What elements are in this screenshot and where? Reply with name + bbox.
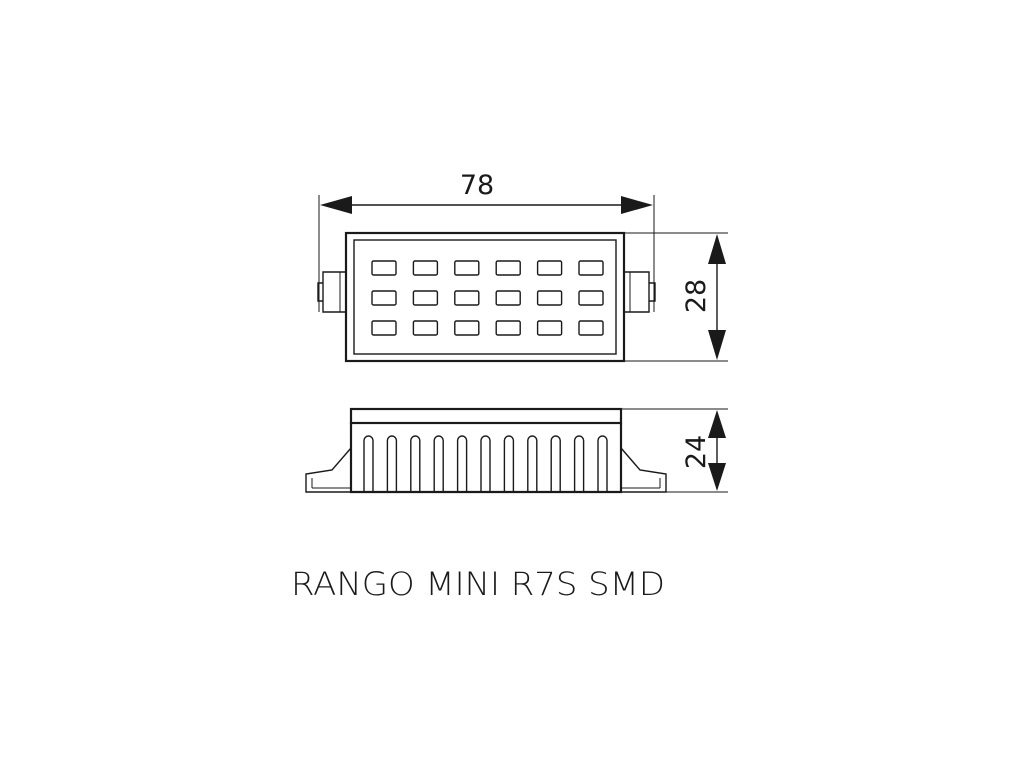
lamp-body-inner	[353, 239, 617, 355]
led-grid	[371, 260, 604, 336]
height-side-arrow-up	[708, 410, 726, 438]
width-arrow-left	[320, 196, 352, 214]
led-chip	[454, 320, 480, 336]
top-view: 78 28	[317, 170, 728, 363]
heatsink-fin	[527, 435, 538, 492]
led-chip	[371, 290, 397, 306]
base-foot-right	[620, 447, 667, 493]
led-chip	[578, 290, 604, 306]
led-chip	[536, 320, 563, 336]
heatsink-body	[349, 423, 623, 494]
side-top-plate	[349, 407, 623, 425]
side-view: 24	[305, 407, 728, 494]
height-top-arrow-up	[708, 234, 726, 264]
base-foot-left-detail	[311, 478, 351, 489]
led-chip	[412, 260, 439, 276]
heatsink-fin	[550, 435, 561, 492]
base-foot-left	[305, 447, 352, 493]
end-cap-right	[623, 271, 656, 313]
product-caption: RANGO MINI R7S SMD	[291, 565, 665, 603]
heatsink-fin	[573, 435, 585, 492]
heatsink-fin	[480, 435, 491, 492]
led-chip	[412, 290, 439, 306]
height-side-label: 24	[681, 435, 712, 469]
led-chip	[371, 320, 397, 336]
width-arrow-right	[621, 196, 653, 214]
heatsink-fin	[433, 435, 444, 492]
height-side-arrow-down	[708, 463, 726, 491]
heatsink-fin	[386, 435, 398, 492]
led-chip	[412, 320, 439, 336]
led-chip	[536, 260, 563, 276]
led-chip	[371, 260, 397, 276]
heatsink-fin	[410, 435, 421, 492]
heatsink-fin	[597, 435, 608, 492]
heatsink-fin	[363, 435, 374, 492]
led-chip	[578, 260, 604, 276]
height-top-arrow-down	[708, 330, 726, 360]
heatsink-fin	[503, 435, 515, 492]
led-chip	[495, 260, 521, 276]
height-top-label: 28	[681, 279, 712, 313]
end-cap-left	[317, 271, 347, 313]
lamp-body-outer	[344, 231, 626, 363]
width-label: 78	[460, 170, 494, 201]
heatsink-fin	[456, 435, 468, 492]
led-chip	[536, 290, 563, 306]
base-foot-right-detail	[621, 478, 661, 489]
led-chip	[578, 320, 604, 336]
led-chip	[495, 320, 521, 336]
led-chip	[454, 260, 480, 276]
led-chip	[454, 290, 480, 306]
heatsink-fins	[363, 435, 608, 492]
led-chip	[495, 290, 521, 306]
